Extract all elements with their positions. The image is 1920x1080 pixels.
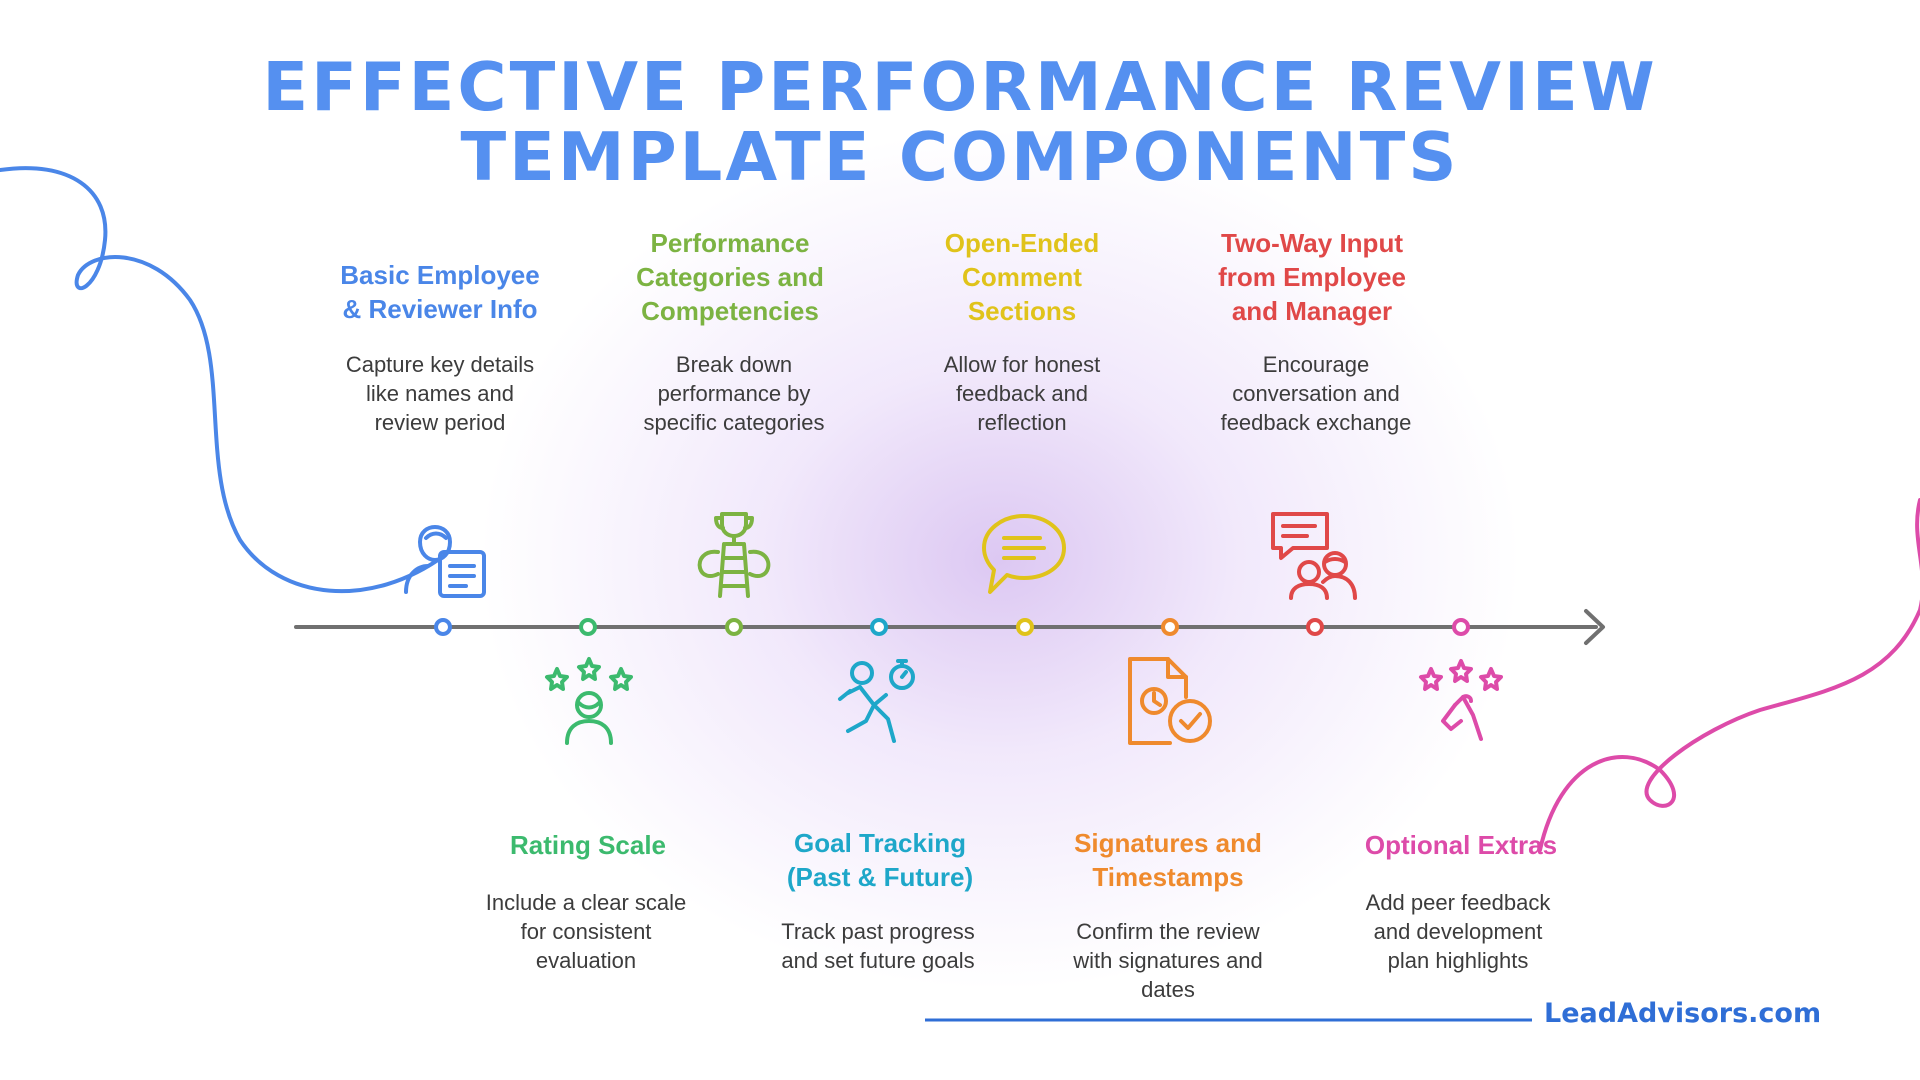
item-desc-rating-scale: Include a clear scale for consistent eva… <box>466 888 706 975</box>
item-desc-line: conversation and <box>1232 381 1400 406</box>
item-desc-line: Capture key details <box>345 352 535 377</box>
item-desc-line: dates <box>1141 977 1195 1002</box>
item-desc-line: plan highlights <box>1387 948 1529 973</box>
stars-hand-icon <box>1419 659 1503 741</box>
item-title-rating-scale: Rating Scale <box>463 828 713 862</box>
item-title-basic-info: Basic Employee & Reviewer Info <box>315 258 565 326</box>
timeline-dot <box>579 618 597 636</box>
person-document-icon <box>404 525 486 598</box>
item-desc-goal-tracking: Track past progress and set future goals <box>758 917 998 975</box>
trophy-ladder-icon <box>697 512 771 598</box>
item-desc-optional-extras: Add peer feedback and development plan h… <box>1338 888 1578 975</box>
item-desc-line: reflection <box>977 410 1067 435</box>
item-desc-open-ended: Allow for honest feedback and reflection <box>902 350 1142 437</box>
chat-people-icon <box>1271 512 1357 600</box>
timeline-arrowhead <box>1584 609 1605 645</box>
item-desc-line: specific categories <box>643 410 825 435</box>
decorative-curve-left <box>0 166 447 594</box>
item-desc-line: like names and <box>366 381 514 406</box>
timeline-dot <box>1016 618 1034 636</box>
item-desc-line: Add peer feedback <box>1365 890 1551 915</box>
item-title-open-ended: Open-Ended Comment Sections <box>897 226 1147 328</box>
item-desc-line: performance by <box>657 381 811 406</box>
page-title: EFFECTIVE PERFORMANCE REVIEW TEMPLATE CO… <box>0 52 1920 192</box>
item-title-line: Timestamps <box>1092 862 1244 892</box>
item-desc-line: Track past progress <box>781 919 975 944</box>
item-desc-two-way-input: Encourage conversation and feedback exch… <box>1196 350 1436 437</box>
item-title-line: Goal Tracking <box>794 828 966 858</box>
title-line-1: EFFECTIVE PERFORMANCE REVIEW <box>262 48 1658 126</box>
running-stopwatch-icon <box>838 659 915 743</box>
item-title-signatures: Signatures and Timestamps <box>1043 826 1293 894</box>
item-desc-line: Allow for honest <box>943 352 1101 377</box>
item-desc-line: with signatures and <box>1073 948 1263 973</box>
item-desc-performance-categories: Break down performance by specific categ… <box>614 350 854 437</box>
item-title-line: Signatures and <box>1074 828 1262 858</box>
item-title-line: Basic Employee <box>340 260 540 290</box>
item-title-line: Comment <box>962 262 1082 292</box>
item-title-performance-categories: Performance Categories and Competencies <box>605 226 855 328</box>
brand-logo-text: LeadAdvisors.com <box>1544 998 1822 1029</box>
timeline-dot <box>1452 618 1470 636</box>
item-desc-line: and development <box>1373 919 1543 944</box>
item-desc-line: feedback exchange <box>1220 410 1412 435</box>
item-desc-line: for consistent <box>520 919 652 944</box>
item-title-line: (Past & Future) <box>786 862 974 892</box>
item-title-optional-extras: Optional Extras <box>1336 828 1586 862</box>
item-title-line: Open-Ended <box>944 228 1100 258</box>
item-title-line: Categories and <box>636 262 824 292</box>
speech-bubble-icon <box>982 514 1066 594</box>
document-clock-check-icon <box>1128 657 1212 745</box>
item-title-line: Sections <box>967 296 1077 326</box>
item-title-line: Rating Scale <box>509 830 667 860</box>
item-desc-line: feedback and <box>955 381 1089 406</box>
timeline-dot <box>725 618 743 636</box>
decorative-curve-right <box>1538 498 1920 852</box>
timeline-dot <box>1306 618 1324 636</box>
item-desc-line: and set future goals <box>781 948 975 973</box>
item-desc-basic-info: Capture key details like names and revie… <box>320 350 560 437</box>
item-desc-line: evaluation <box>535 948 637 973</box>
item-title-two-way-input: Two-Way Input from Employee and Manager <box>1187 226 1437 328</box>
item-desc-line: Break down <box>675 352 793 377</box>
star-rating-person-icon <box>545 657 633 745</box>
timeline-dot <box>870 618 888 636</box>
item-title-line: Competencies <box>641 296 819 326</box>
item-desc-line: Encourage <box>1262 352 1370 377</box>
timeline-dot <box>1161 618 1179 636</box>
item-desc-line: Include a clear scale <box>485 890 687 915</box>
item-desc-signatures: Confirm the review with signatures and d… <box>1048 917 1288 1004</box>
title-line-2: TEMPLATE COMPONENTS <box>460 118 1460 196</box>
timeline-dot <box>434 618 452 636</box>
item-title-goal-tracking: Goal Tracking (Past & Future) <box>755 826 1005 894</box>
item-title-line: from Employee <box>1218 262 1406 292</box>
item-title-line: & Reviewer Info <box>342 294 538 324</box>
item-title-line: Performance <box>650 228 810 258</box>
item-desc-line: review period <box>374 410 506 435</box>
item-desc-line: Confirm the review <box>1076 919 1260 944</box>
item-title-line: Two-Way Input <box>1221 228 1403 258</box>
item-title-line: Optional Extras <box>1364 830 1558 860</box>
item-title-line: and Manager <box>1231 296 1393 326</box>
